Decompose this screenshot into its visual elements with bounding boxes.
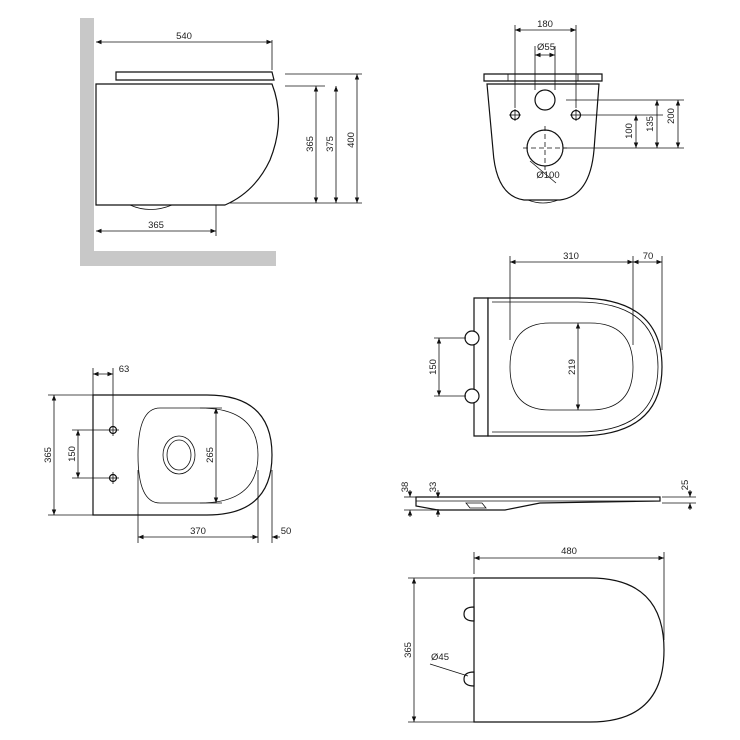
dim-seat-opening-width: 219 <box>567 359 578 375</box>
side-view: 540 365 375 400 365 <box>80 18 362 266</box>
seat-hinge-bar <box>473 297 489 437</box>
dim-side-length: 540 <box>176 31 192 42</box>
lid-top-view: 480 365 Ø45 <box>403 546 665 723</box>
dim-bowl-bolt-offset: 63 <box>119 364 130 375</box>
dim-rear-inlet-height: 200 <box>666 108 677 124</box>
dim-seat-hinge-spacing: 150 <box>428 359 439 375</box>
dim-side-height-total: 400 <box>346 132 357 148</box>
side-bowl <box>95 83 280 206</box>
seat-hinge-bottom <box>464 388 480 404</box>
dim-bowl-length: 370 <box>190 526 206 537</box>
dim-seat-length: 310 <box>563 251 579 262</box>
dim-bowl-width: 365 <box>43 447 54 463</box>
bowl-top-outline <box>92 394 273 516</box>
dim-rear-bolt-height: 135 <box>645 116 656 132</box>
dim-bowl-front-offset: 50 <box>281 526 292 537</box>
dim-seat-hinge-offset: 70 <box>643 251 654 262</box>
dim-lid-width: 365 <box>403 642 414 658</box>
rear-view: 180 Ø55 Ø100 100 135 200 <box>483 19 684 204</box>
seat-hinge-top <box>464 330 480 346</box>
wall-vertical <box>80 18 94 266</box>
dim-rear-drain-diameter: Ø100 <box>536 170 559 181</box>
dim-side-seat-height: 365 <box>305 136 316 152</box>
side-seat-lid <box>115 71 275 81</box>
dim-rear-bolt-spacing: 180 <box>537 19 553 30</box>
seat-opening <box>509 322 634 411</box>
dim-lid-length: 480 <box>561 546 577 557</box>
dim-profile-lid-thickness: 25 <box>680 480 691 491</box>
dim-profile-seat-thickness: 33 <box>428 482 439 493</box>
bowl-top-drain <box>162 435 196 475</box>
floor <box>80 251 276 266</box>
lid-outline <box>473 577 665 723</box>
dim-bowl-bolt-spacing: 150 <box>67 446 78 462</box>
bowl-top-view: 63 365 150 265 370 50 <box>43 364 291 543</box>
lid-hinge-bottom <box>463 671 475 687</box>
water-inlet-hole <box>534 89 556 111</box>
dim-bowl-opening-width: 265 <box>205 447 216 463</box>
seat-profile-outline <box>415 496 661 511</box>
dim-profile-total-thickness: 38 <box>400 482 411 493</box>
dim-side-height-mid: 375 <box>325 136 336 152</box>
dim-rear-inlet-diameter: Ø55 <box>537 42 555 53</box>
rear-seat <box>483 73 603 82</box>
seat-top-view: 310 70 150 219 <box>428 251 663 437</box>
dim-side-base-depth: 365 <box>148 220 164 231</box>
lid-hinge-top <box>463 606 475 622</box>
seat-outline <box>487 297 663 437</box>
seat-profile-view: 38 33 25 <box>400 480 696 517</box>
dim-rear-drain-height: 100 <box>624 123 635 139</box>
dim-lid-hinge-diameter: Ø45 <box>431 652 449 663</box>
side-bowl-foot <box>129 204 173 210</box>
